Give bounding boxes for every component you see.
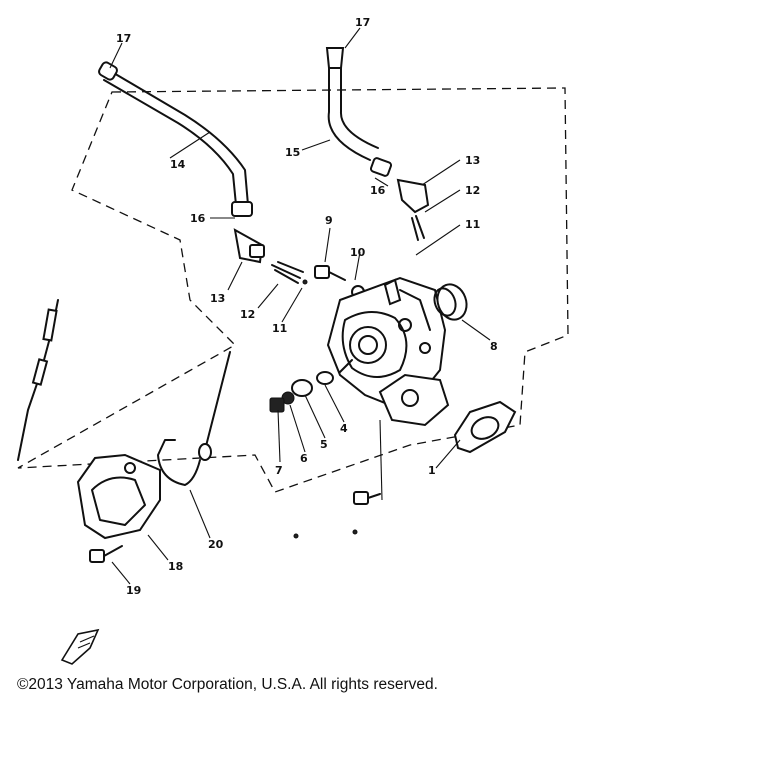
- label-10: 10: [350, 246, 366, 259]
- cap-8: [433, 283, 468, 321]
- label-19: 19: [126, 584, 141, 597]
- assembly-boundary: [17, 87, 569, 493]
- label-16-right: 16: [370, 184, 386, 197]
- bolt-9: [314, 265, 365, 299]
- screws-bottom: [293, 491, 381, 539]
- label-11-right: 11: [465, 218, 480, 231]
- label-4: 4: [340, 422, 348, 435]
- oil-pump-body: [326, 276, 450, 427]
- front-arrow-icon: [60, 628, 100, 665]
- washer-nut-stack: [269, 371, 334, 413]
- label-20: 20: [208, 538, 224, 551]
- hose-right: [325, 47, 430, 241]
- cable-20: [157, 351, 231, 486]
- label-8: 8: [490, 340, 498, 353]
- label-12-left: 12: [240, 308, 255, 321]
- label-6: 6: [300, 452, 308, 465]
- label-5: 5: [320, 438, 328, 451]
- label-13-right: 13: [465, 154, 480, 167]
- leader-lines: [109, 27, 491, 585]
- label-15: 15: [285, 146, 300, 159]
- label-14: 14: [170, 158, 186, 171]
- label-12-right: 12: [465, 184, 480, 197]
- copyright-notice: ©2013 Yamaha Motor Corporation, U.S.A. A…: [17, 676, 438, 693]
- spring-left: [271, 261, 308, 285]
- label-17-right: 17: [355, 16, 370, 29]
- cable-left: [17, 299, 59, 461]
- cover-18: [76, 453, 161, 563]
- label-9: 9: [325, 214, 333, 227]
- hose-left: [98, 61, 265, 264]
- label-18: 18: [168, 560, 183, 573]
- label-7: 7: [275, 464, 283, 477]
- label-16-left: 16: [190, 212, 206, 225]
- gasket-1: [453, 400, 517, 454]
- label-13-left: 13: [210, 292, 225, 305]
- label-11-left: 11: [272, 322, 287, 335]
- label-1: 1: [428, 464, 436, 477]
- label-17-left: 17: [116, 32, 131, 45]
